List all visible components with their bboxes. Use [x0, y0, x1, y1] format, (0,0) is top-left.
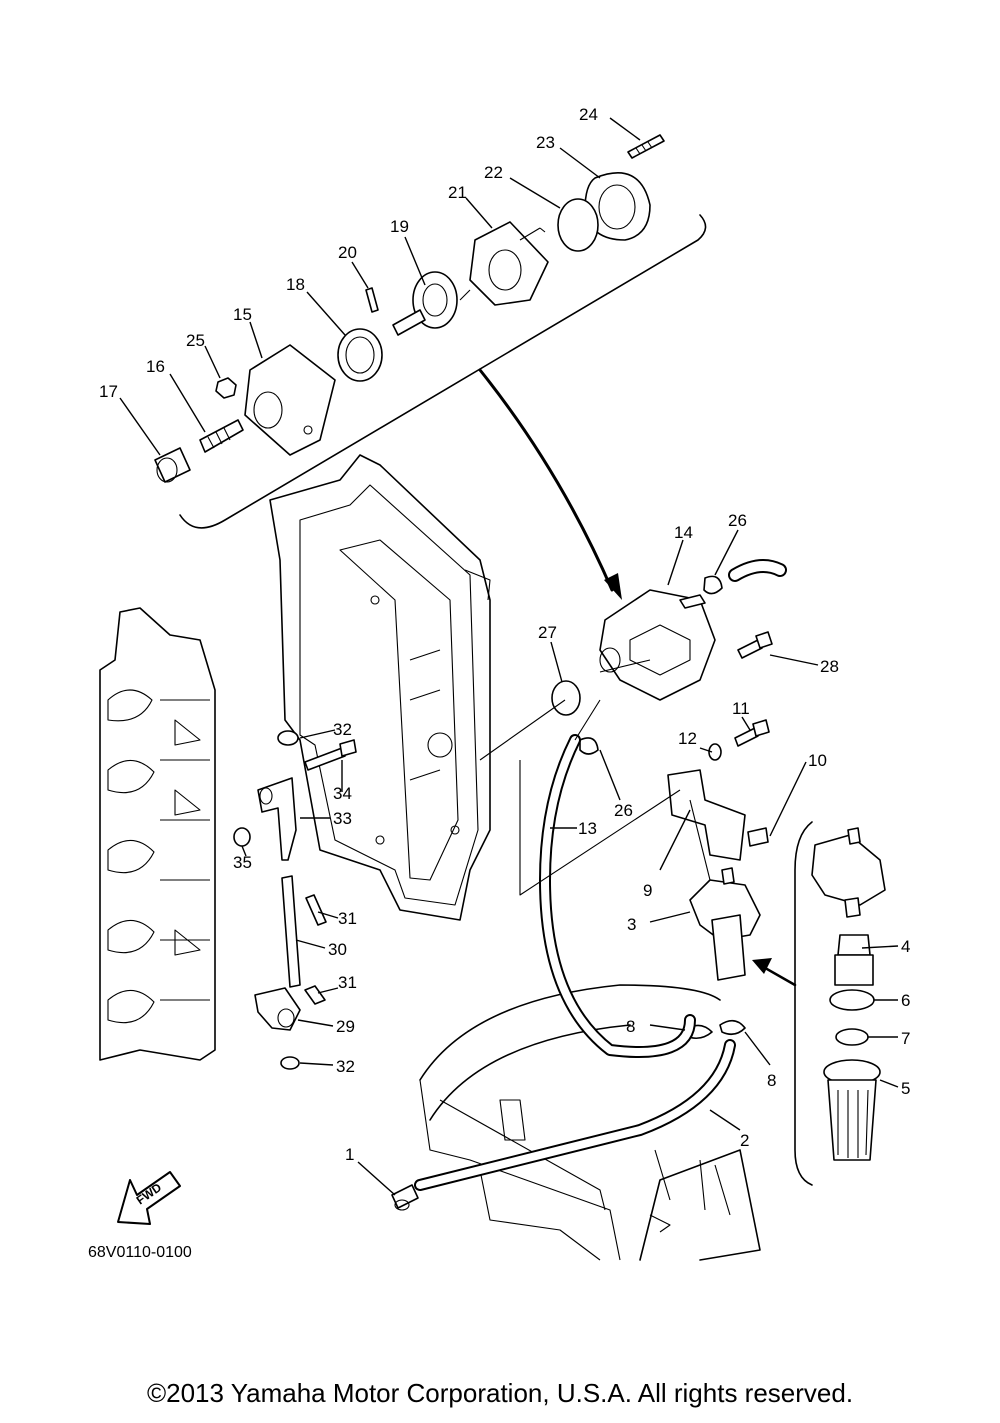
callout-14: 14	[674, 523, 693, 542]
part-31-pin-bottom	[304, 985, 326, 1005]
manifold-body	[269, 454, 491, 921]
part-31-pin-top	[305, 894, 327, 926]
callout-26-top: 26	[728, 511, 747, 530]
part-26-clip-top	[703, 575, 723, 595]
callout-22: 22	[484, 163, 503, 182]
part-35-nut	[233, 827, 251, 847]
callout-31-bottom: 31	[338, 973, 357, 992]
part-16-spring	[199, 419, 244, 453]
part-13-hose	[539, 734, 696, 1058]
part-27-o-ring	[551, 680, 581, 716]
callout-5: 5	[901, 1079, 910, 1098]
callout-27: 27	[538, 623, 557, 642]
exploded-view-bracket	[179, 214, 707, 529]
part-13-hose-inner	[541, 736, 694, 1056]
part-20-pin	[365, 287, 379, 313]
filter-detail-arrow-head	[752, 958, 772, 974]
lower-housing	[419, 984, 761, 1261]
filter-head-detail	[811, 827, 886, 918]
part-24-screw	[627, 134, 665, 159]
part-3-fuel-filter	[689, 867, 761, 981]
callout-28: 28	[820, 657, 839, 676]
callout-17: 17	[99, 382, 118, 401]
fwd-arrow-icon: FWD	[117, 1171, 181, 1225]
callout-16: 16	[146, 357, 165, 376]
callout-25: 25	[186, 331, 205, 350]
hose-top-inner	[730, 561, 785, 580]
callout-26-lower: 26	[614, 801, 633, 820]
callout-32-bottom: 32	[336, 1057, 355, 1076]
detail-arrow-head	[604, 573, 622, 600]
callout-3: 3	[627, 915, 636, 934]
callout-1: 1	[345, 1145, 354, 1164]
callout-8-left: 8	[626, 1017, 635, 1036]
part-25-nut	[215, 377, 237, 399]
leader-lines	[119, 117, 899, 1196]
part-5-cup	[823, 1059, 881, 1161]
callout-13: 13	[578, 819, 597, 838]
part-29-block	[254, 987, 301, 1031]
part-26-clip-lower	[579, 737, 599, 755]
callout-7: 7	[901, 1029, 910, 1048]
drawing-code: 68V0110-0100	[88, 1244, 192, 1261]
part-22-diaphragm	[557, 198, 599, 252]
callout-34: 34	[333, 784, 352, 803]
part-21-housing	[459, 221, 549, 306]
connector-lines	[479, 659, 711, 896]
callout-24: 24	[579, 105, 598, 124]
part-6-o-ring	[829, 989, 875, 1011]
fwd-label: FWD	[134, 1180, 165, 1207]
part-15-body	[244, 344, 336, 456]
part-9-bracket	[667, 769, 746, 861]
copyright-notice: ©2013 Yamaha Motor Corporation, U.S.A. A…	[146, 1378, 854, 1408]
part-4-element	[834, 934, 874, 986]
callout-20: 20	[338, 243, 357, 262]
callout-31-top: 31	[338, 909, 357, 928]
detail-arrow	[478, 368, 614, 592]
part-30-rod	[281, 875, 301, 988]
part-34-bolt	[304, 739, 357, 771]
part-23-cover	[584, 172, 651, 241]
callout-12: 12	[678, 729, 697, 748]
callout-8-right: 8	[767, 1071, 776, 1090]
callout-4: 4	[901, 937, 910, 956]
callout-32-top: 32	[333, 720, 352, 739]
part-18-spring	[337, 328, 383, 382]
callout-35: 35	[233, 853, 252, 872]
filter-detail-bracket	[794, 821, 813, 1186]
callout-21: 21	[448, 183, 467, 202]
callout-23: 23	[536, 133, 555, 152]
part-33-fitting	[257, 777, 297, 861]
cylinder-block	[99, 607, 216, 1061]
part-28-bolt	[737, 631, 773, 659]
callout-33: 33	[333, 809, 352, 828]
callout-15: 15	[233, 305, 252, 324]
part-32-washer-bottom	[280, 1056, 300, 1070]
callout-29: 29	[336, 1017, 355, 1036]
part-1-fitting	[391, 1184, 419, 1211]
callout-11: 11	[732, 699, 750, 718]
callout-18: 18	[286, 275, 305, 294]
part-19-valve	[392, 271, 458, 336]
callout-30: 30	[328, 940, 347, 959]
callout-2: 2	[740, 1131, 749, 1150]
part-14-regulator	[599, 589, 716, 701]
part-7-ring	[835, 1028, 869, 1046]
callout-6: 6	[901, 991, 910, 1010]
callout-labels: 24 23 22 21 19 20 18 15 25 16 17 14 26 2…	[99, 105, 910, 1164]
callout-19: 19	[390, 217, 409, 236]
callout-9: 9	[643, 881, 652, 900]
part-32-washer-top	[277, 730, 299, 746]
part-12-washer	[708, 743, 722, 761]
part-17-cap	[154, 447, 191, 483]
part-10-collar	[747, 827, 769, 847]
part-8-clamp-right	[719, 1019, 746, 1036]
callout-10: 10	[808, 751, 827, 770]
part-11-bolt	[734, 719, 770, 747]
part-2-hose-inner	[416, 1041, 734, 1189]
